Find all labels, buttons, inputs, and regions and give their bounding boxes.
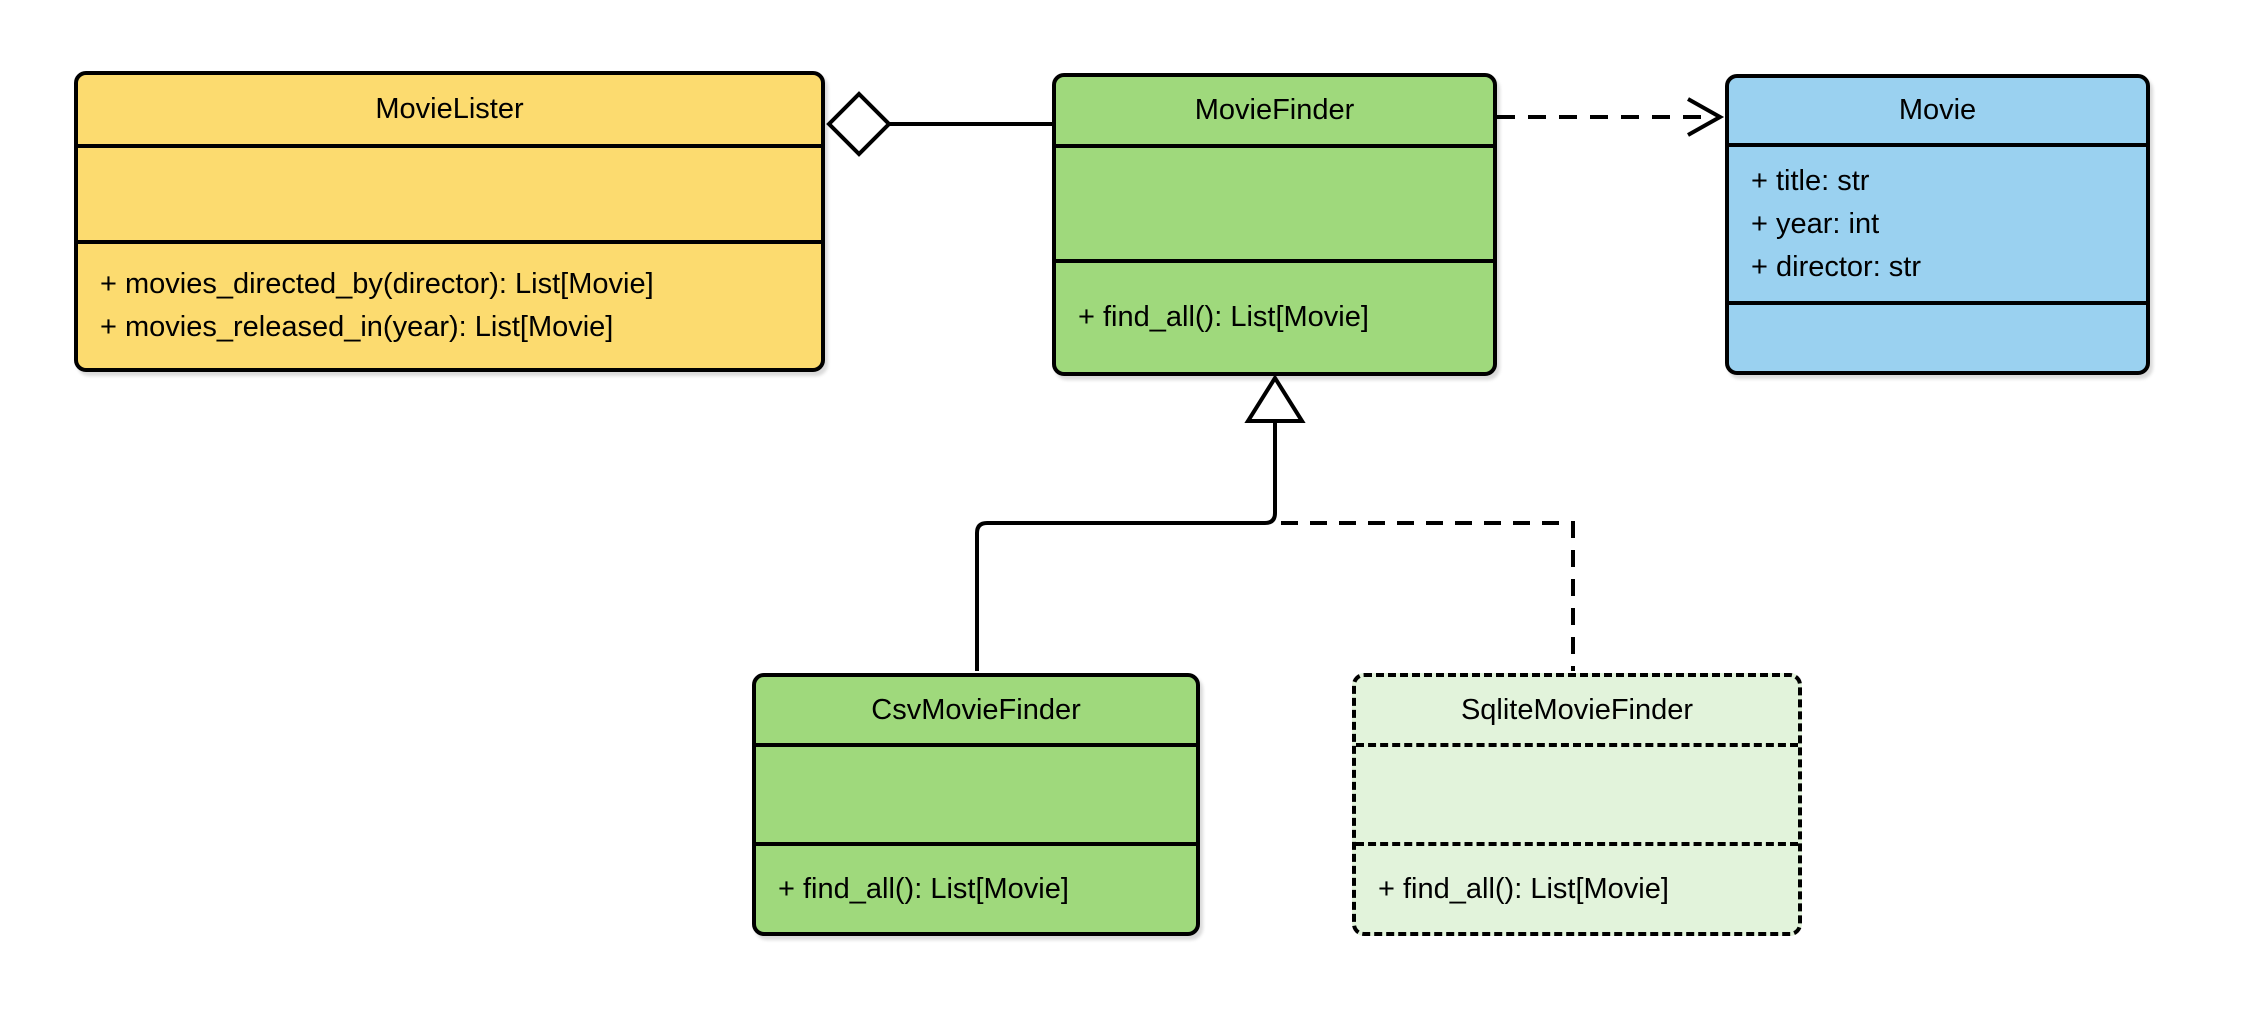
class-movie-attributes-section: + title: str + year: int + director: str (1729, 143, 2146, 301)
class-movie-title: Movie (1898, 94, 1977, 126)
attribute-year: + year: int (1751, 207, 1880, 240)
attribute-director: + director: str (1751, 250, 1922, 283)
class-csvmoviefinder-attributes-section (756, 743, 1196, 842)
class-movielister-attributes-section (78, 144, 821, 240)
class-movie-methods-section (1729, 301, 2146, 371)
dependency-open-arrow-icon (1687, 97, 1725, 137)
class-moviefinder-attributes-section (1056, 144, 1493, 259)
class-csvmoviefinder-methods-section: + find_all(): List[Movie] (756, 842, 1196, 932)
class-movielister[interactable]: MovieLister + movies_directed_by(directo… (74, 71, 825, 372)
class-moviefinder-title: MovieFinder (1194, 94, 1355, 126)
class-csvmoviefinder[interactable]: CsvMovieFinder + find_all(): List[Movie] (752, 673, 1200, 936)
class-movielister-methods-section: + movies_directed_by(director): List[Mov… (78, 240, 821, 368)
class-moviefinder-methods-section: + find_all(): List[Movie] (1056, 259, 1493, 372)
class-movielister-title: MovieLister (375, 93, 524, 125)
attribute-title: + title: str (1751, 164, 1870, 197)
inheritance-triangle-icon (1244, 374, 1306, 423)
class-sqlitemoviefinder[interactable]: SqliteMovieFinder + find_all(): List[Mov… (1352, 673, 1802, 936)
method-movies-released-in: + movies_released_in(year): List[Movie] (100, 311, 614, 343)
class-sqlitemoviefinder-methods-section: + find_all(): List[Movie] (1356, 842, 1798, 932)
method-find-all: + find_all(): List[Movie] (778, 872, 1069, 905)
generalization-dashed-line (1281, 521, 1575, 671)
method-find-all: + find_all(): List[Movie] (1078, 301, 1369, 333)
generalization-solid-line (975, 421, 1277, 671)
method-movies-directed-by: + movies_directed_by(director): List[Mov… (100, 268, 654, 300)
class-moviefinder[interactable]: MovieFinder + find_all(): List[Movie] (1052, 73, 1497, 376)
aggregation-diamond-icon (826, 91, 892, 157)
method-find-all: + find_all(): List[Movie] (1378, 872, 1669, 905)
class-sqlitemoviefinder-attributes-section (1356, 743, 1798, 842)
class-csvmoviefinder-title: CsvMovieFinder (871, 693, 1081, 726)
class-sqlitemoviefinder-title: SqliteMovieFinder (1460, 693, 1694, 726)
class-movie[interactable]: Movie + title: str + year: int + directo… (1725, 74, 2150, 375)
